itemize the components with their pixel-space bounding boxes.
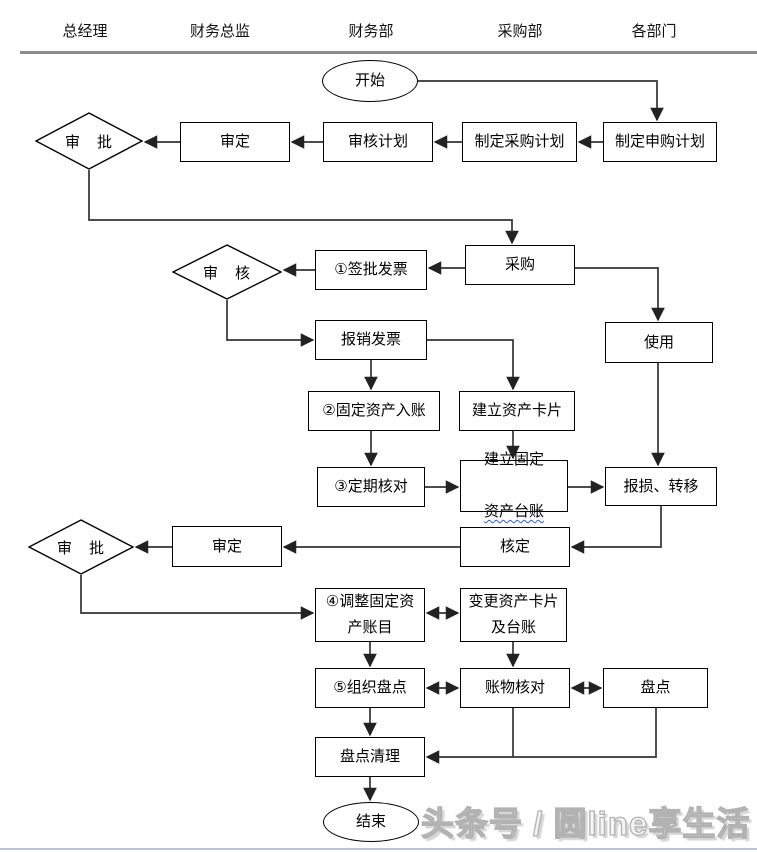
node-create-ledger-line2: 资产台账 — [483, 503, 544, 521]
lane-label-departments: 各部门 — [631, 23, 677, 40]
lane-label-purchasing-dept: 采购部 — [497, 23, 543, 40]
node-sign-invoice-label: ①签批发票 — [334, 261, 408, 278]
conn-start-to-purchase-request — [418, 80, 664, 122]
node-make-procurement-plan-label: 制定采购计划 — [474, 133, 565, 150]
node-procurement-label: 采购 — [504, 256, 535, 273]
node-fixed-asset-entry: ②固定资产入账 — [308, 391, 440, 431]
watermark-text: 头条号 / 圆line享生活 — [420, 804, 751, 842]
conn-review-to-reimburse — [226, 300, 315, 347]
node-reimburse-invoice-label: 报销发票 — [340, 331, 401, 348]
node-use-label: 使用 — [643, 333, 674, 351]
node-create-asset-card-label: 建立资产卡片 — [471, 402, 562, 419]
node-adjust-accounts-label: ④调整固定资 产账目 — [325, 592, 415, 636]
node-create-asset-card: 建立资产卡片 — [459, 391, 575, 431]
node-inventory-cleanup-label: 盘点清理 — [339, 748, 400, 765]
node-change-card-ledger-label: 变更资产卡片 及台账 — [468, 592, 559, 636]
node-fixed-asset-entry-label: ②固定资产入账 — [322, 402, 426, 419]
conn-inventory-to-cleanup — [425, 708, 657, 764]
diamond-shape — [35, 112, 143, 170]
node-approve-plan-2-label: 审定 — [211, 537, 242, 555]
node-approve-plan-1: 审定 — [180, 122, 290, 162]
node-approve-plan-1-label: 审定 — [219, 133, 250, 150]
node-review-plan: 审核计划 — [323, 122, 433, 162]
conn-reimburse-to-asset-card — [427, 339, 520, 391]
node-periodic-check: ③定期核对 — [317, 467, 425, 507]
node-loss-transfer: 报损、转移 — [605, 467, 717, 506]
node-organize-inventory-label: ⑤组织盘点 — [333, 679, 407, 696]
bottom-divider — [0, 848, 757, 850]
node-reimburse-invoice: 报销发票 — [315, 320, 427, 360]
node-end: 结束 — [323, 802, 419, 842]
node-loss-transfer-label: 报损、转移 — [623, 477, 699, 495]
node-account-check: 账物核对 — [460, 668, 570, 708]
node-procurement: 采购 — [465, 245, 575, 285]
node-approval-1: 审 批 — [35, 112, 143, 170]
node-periodic-check-label: ③定期核对 — [334, 478, 408, 495]
node-approve-plan-2: 审定 — [172, 526, 282, 567]
node-approval-1-label: 审 批 — [64, 133, 113, 151]
lane-label-finance-dept: 财务部 — [348, 23, 394, 40]
node-inventory-cleanup: 盘点清理 — [315, 737, 425, 777]
node-make-purchase-request-label: 制定申购计划 — [614, 133, 705, 150]
node-use: 使用 — [605, 322, 713, 363]
lane-header-rule — [20, 51, 757, 54]
node-make-procurement-plan: 制定采购计划 — [462, 122, 577, 162]
node-start: 开始 — [322, 60, 418, 102]
node-inventory-label: 盘点 — [640, 679, 671, 696]
node-review-plan-label: 审核计划 — [347, 133, 408, 150]
conn-approval2-to-adjust — [80, 575, 315, 620]
node-end-label: 结束 — [355, 813, 386, 830]
node-change-card-ledger: 变更资产卡片 及台账 — [460, 588, 567, 642]
node-sign-invoice: ①签批发票 — [315, 250, 427, 290]
node-inventory: 盘点 — [603, 668, 708, 708]
diamond-shape — [172, 244, 282, 300]
node-organize-inventory: ⑤组织盘点 — [315, 668, 425, 708]
conn-loss-transfer-to-verify — [570, 506, 662, 554]
lane-label-general-manager: 总经理 — [62, 23, 108, 40]
conn-approval1-to-procurement — [88, 170, 519, 245]
node-approval-2: 审 批 — [28, 519, 134, 575]
diamond-shape — [28, 519, 134, 575]
node-review: 审 核 — [172, 244, 282, 300]
node-create-ledger: 建立固定 资产台账 — [460, 451, 568, 520]
node-review-label: 审 核 — [202, 264, 251, 282]
node-create-ledger-line1: 建立固定 — [483, 450, 544, 468]
lane-label-finance-director: 财务总监 — [189, 23, 250, 40]
node-make-purchase-request: 制定申购计划 — [603, 122, 717, 162]
node-start-label: 开始 — [354, 72, 385, 89]
node-account-check-label: 账物核对 — [484, 679, 545, 696]
node-verify: 核定 — [460, 527, 570, 567]
node-adjust-accounts: ④调整固定资 产账目 — [315, 588, 425, 642]
conn-procurement-to-use — [575, 267, 665, 322]
node-approval-2-label: 审 批 — [56, 539, 105, 557]
node-verify-label: 核定 — [499, 538, 530, 555]
